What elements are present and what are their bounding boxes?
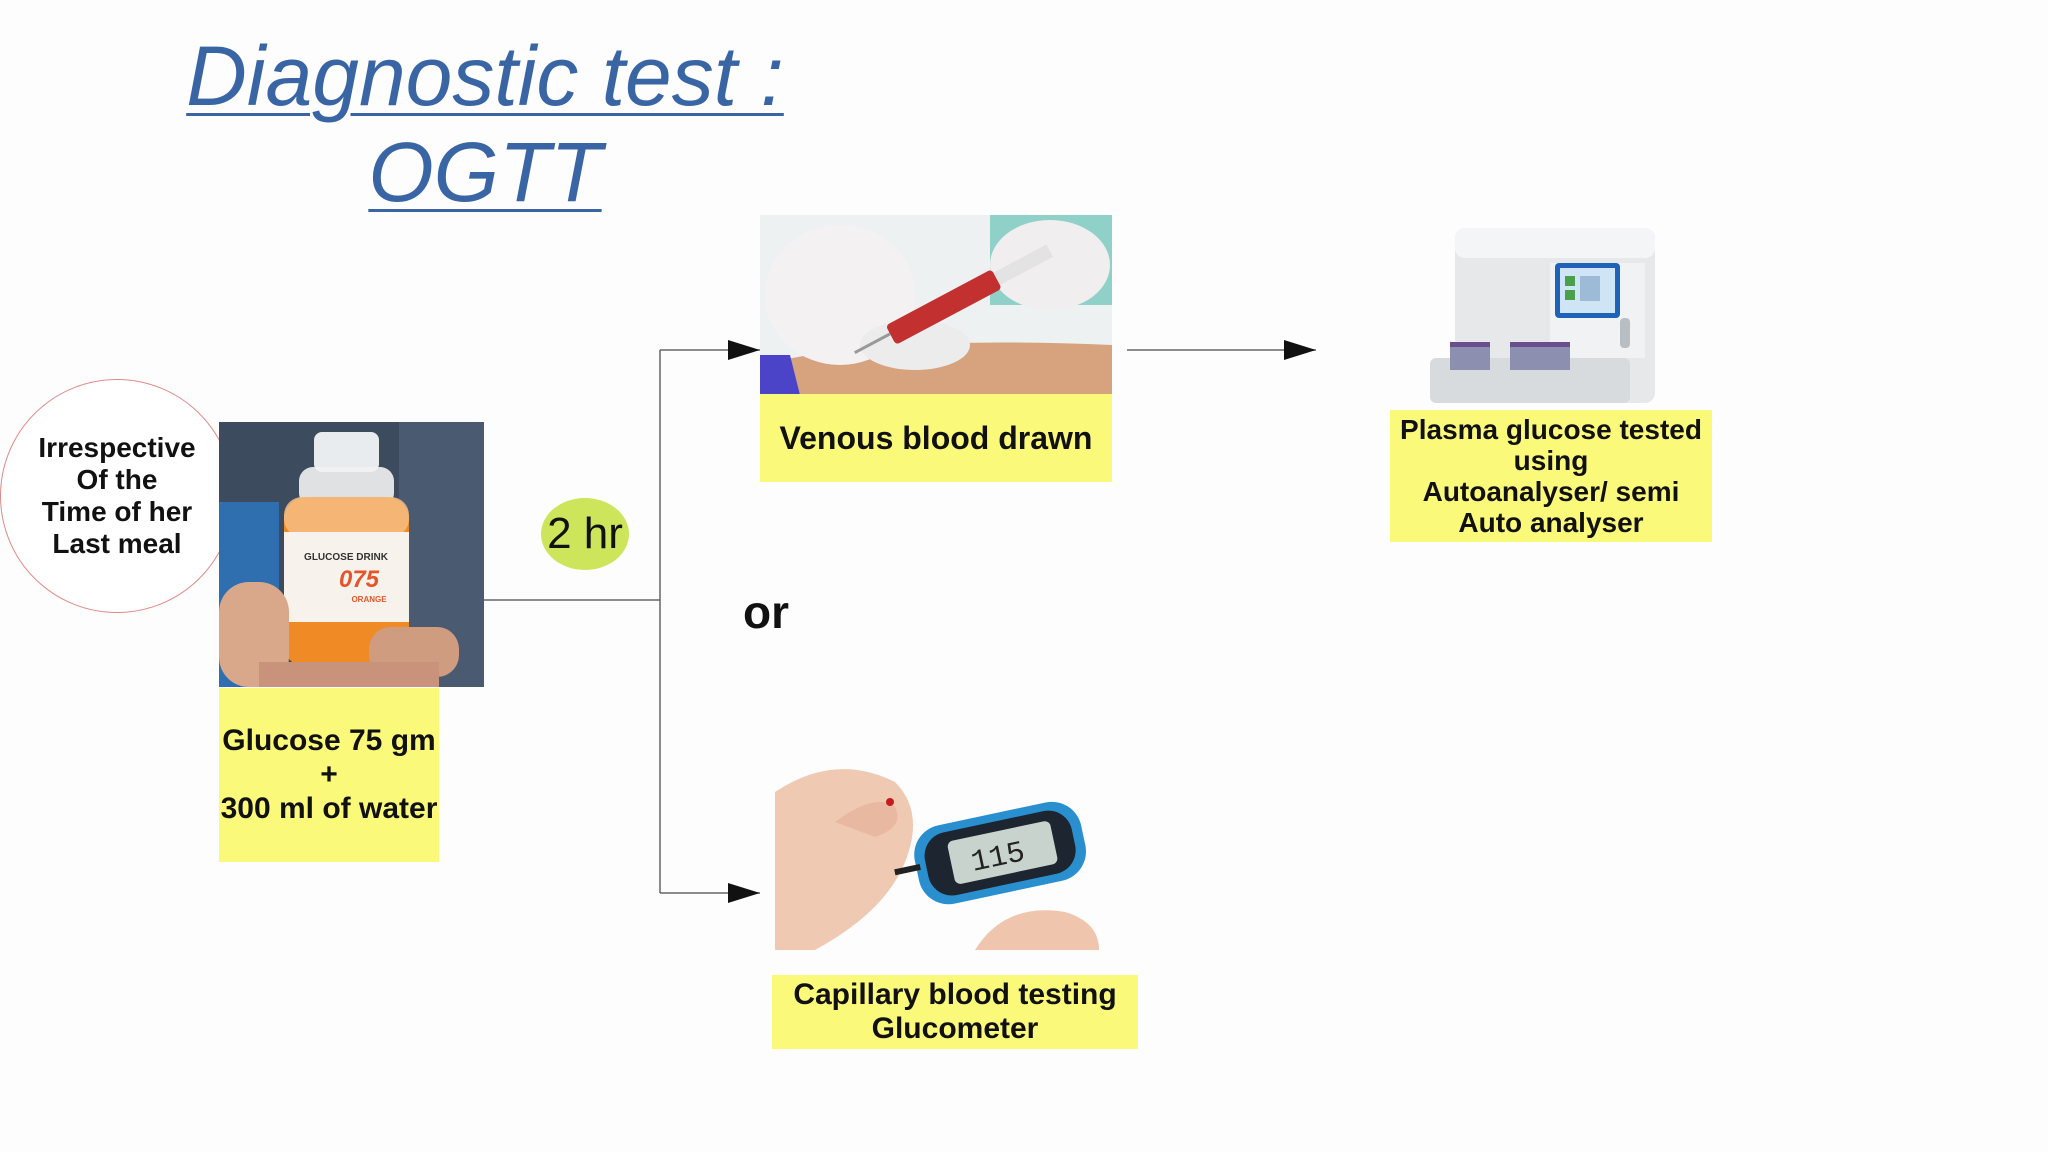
arrowhead-capillary xyxy=(728,883,760,903)
capillary-line-1: Capillary blood testing xyxy=(793,978,1117,1011)
autoanalyser-image xyxy=(1420,218,1680,413)
plasma-line-2: using xyxy=(1513,445,1589,476)
glucose-dose-label: Glucose 75 gm + 300 ml of water xyxy=(219,688,439,862)
title-line-1: Diagnostic test : xyxy=(186,29,784,123)
plasma-glucose-label: Plasma glucose tested using Autoanalyser… xyxy=(1390,410,1712,542)
interval-badge: 2 hr xyxy=(541,498,629,570)
glucose-line-3: 300 ml of water xyxy=(220,792,438,825)
venous-label-text: Venous blood drawn xyxy=(779,419,1093,456)
arrowhead-venous xyxy=(728,340,760,360)
glucometer-image: 115 xyxy=(775,752,1099,950)
glucose-line-1: Glucose 75 gm xyxy=(222,724,436,757)
capillary-line-2: Glucometer xyxy=(871,1012,1039,1045)
bottle-number-text: 075 xyxy=(339,566,380,593)
venous-blood-label: Venous blood drawn xyxy=(760,394,1112,482)
page-title: Diagnostic test : OGTT xyxy=(160,28,810,220)
glucose-drink-image: GLUCOSE DRINK 075 ORANGE xyxy=(219,422,484,687)
bottle-flavor-text: ORANGE xyxy=(351,595,387,604)
circle-line-2: Of the xyxy=(76,464,158,495)
circle-line-3: Time of her xyxy=(41,496,193,527)
title-line-2: OGTT xyxy=(368,125,602,219)
plasma-line-1: Plasma glucose tested xyxy=(1400,414,1702,445)
glucose-line-2: + xyxy=(320,758,338,791)
venous-draw-image xyxy=(760,215,1112,395)
plasma-line-4: Auto analyser xyxy=(1458,507,1644,538)
circle-line-4: Last meal xyxy=(52,528,182,559)
meal-timing-note: Irrespective Of the Time of her Last mea… xyxy=(0,379,234,613)
or-text: or xyxy=(743,586,789,638)
capillary-blood-label: Capillary blood testing Glucometer xyxy=(772,975,1138,1049)
arrowhead-analyser xyxy=(1284,340,1316,360)
plasma-line-3: Autoanalyser/ semi xyxy=(1422,476,1680,507)
circle-line-1: Irrespective xyxy=(38,432,196,463)
bottle-label-text: GLUCOSE DRINK xyxy=(304,552,389,563)
